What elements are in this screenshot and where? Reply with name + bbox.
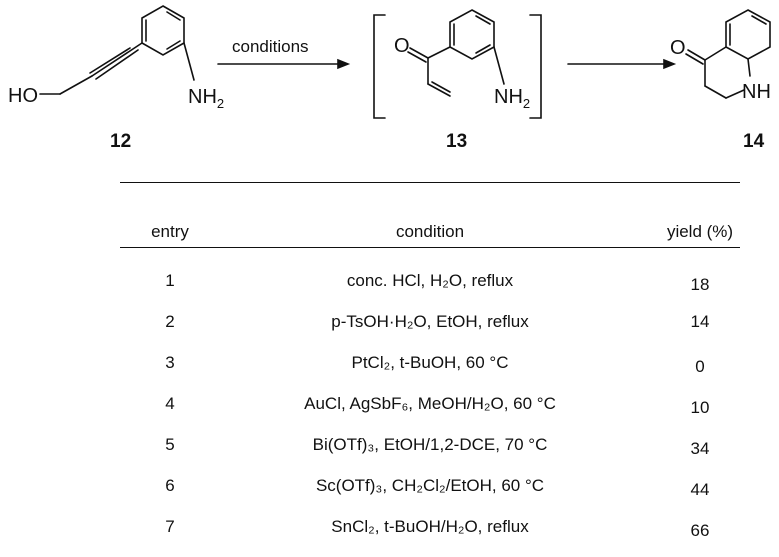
- entry-number: 2: [165, 312, 175, 331]
- table-row: 4 AuCl, AgSbF₆, MeOH/H₂O, 60 °C 10: [0, 394, 779, 424]
- atom-label-nh-14: NH: [742, 81, 771, 103]
- table-row: 5 Bi(OTf)₃, EtOH/1,2-DCE, 70 °C 34: [0, 435, 779, 465]
- atom-label-ho: HO: [8, 85, 38, 107]
- header-condition: condition: [395, 222, 465, 241]
- table-row: 7 SnCl₂, t-BuOH/H₂O, reflux 66: [0, 517, 779, 547]
- header-yield: yield (%): [666, 222, 734, 241]
- entry-number: 7: [165, 517, 175, 536]
- table-row: 2 p-TsOH·H₂O, EtOH, reflux 14: [0, 312, 779, 342]
- reaction-scheme: HO NH2 O NH2 O NH conditions 12 13 14: [0, 0, 779, 200]
- yield-value: 66: [690, 521, 710, 540]
- yield-value: 14: [690, 312, 710, 331]
- atom-label-nh2: NH2: [188, 86, 224, 111]
- compound-number-14: 14: [743, 131, 765, 152]
- yield-value: 0: [695, 357, 705, 376]
- atom-label-o-14: O: [670, 37, 686, 59]
- compound-number-13: 13: [446, 131, 467, 152]
- table-row: 3 PtCl₂, t-BuOH, 60 °C 0: [0, 353, 779, 383]
- table-top-rule: [120, 182, 740, 183]
- header-entry: entry: [151, 222, 189, 241]
- condition-text: PtCl₂, t-BuOH, 60 °C: [351, 353, 509, 372]
- table-row: 6 Sc(OTf)₃, CH₂Cl₂/EtOH, 60 °C 44: [0, 476, 779, 506]
- yield-value: 18: [690, 275, 710, 294]
- scheme-drawing: HO NH2 O NH2 O NH conditions 12 13 14: [8, 5, 771, 152]
- arrow-label-conditions: conditions: [232, 37, 309, 56]
- entry-number: 3: [165, 353, 175, 372]
- condition-text: AuCl, AgSbF₆, MeOH/H₂O, 60 °C: [304, 394, 556, 413]
- atom-label-nh2-13: NH2: [494, 86, 530, 111]
- table-row: 1 conc. HCl, H₂O, reflux 18: [0, 271, 779, 301]
- compound-number-12: 12: [110, 131, 131, 152]
- compound-14-structure: [685, 9, 771, 99]
- entry-number: 5: [165, 435, 175, 454]
- entry-number: 1: [165, 271, 175, 290]
- entry-number: 4: [165, 394, 175, 413]
- entry-number: 6: [165, 476, 175, 495]
- compound-12-structure: [39, 5, 195, 95]
- atom-label-o-13: O: [394, 35, 410, 57]
- table-header-rule: [120, 247, 740, 248]
- condition-text: SnCl₂, t-BuOH/H₂O, reflux: [331, 517, 529, 536]
- yield-value: 34: [690, 439, 710, 458]
- condition-text: Sc(OTf)₃, CH₂Cl₂/EtOH, 60 °C: [315, 476, 545, 495]
- condition-text: Bi(OTf)₃, EtOH/1,2-DCE, 70 °C: [312, 435, 548, 454]
- condition-text: conc. HCl, H₂O, reflux: [346, 271, 514, 290]
- condition-text: p-TsOH·H₂O, EtOH, reflux: [331, 312, 529, 331]
- yield-value: 44: [690, 480, 710, 499]
- yield-value: 10: [690, 398, 710, 417]
- compound-13-structure: [407, 9, 505, 97]
